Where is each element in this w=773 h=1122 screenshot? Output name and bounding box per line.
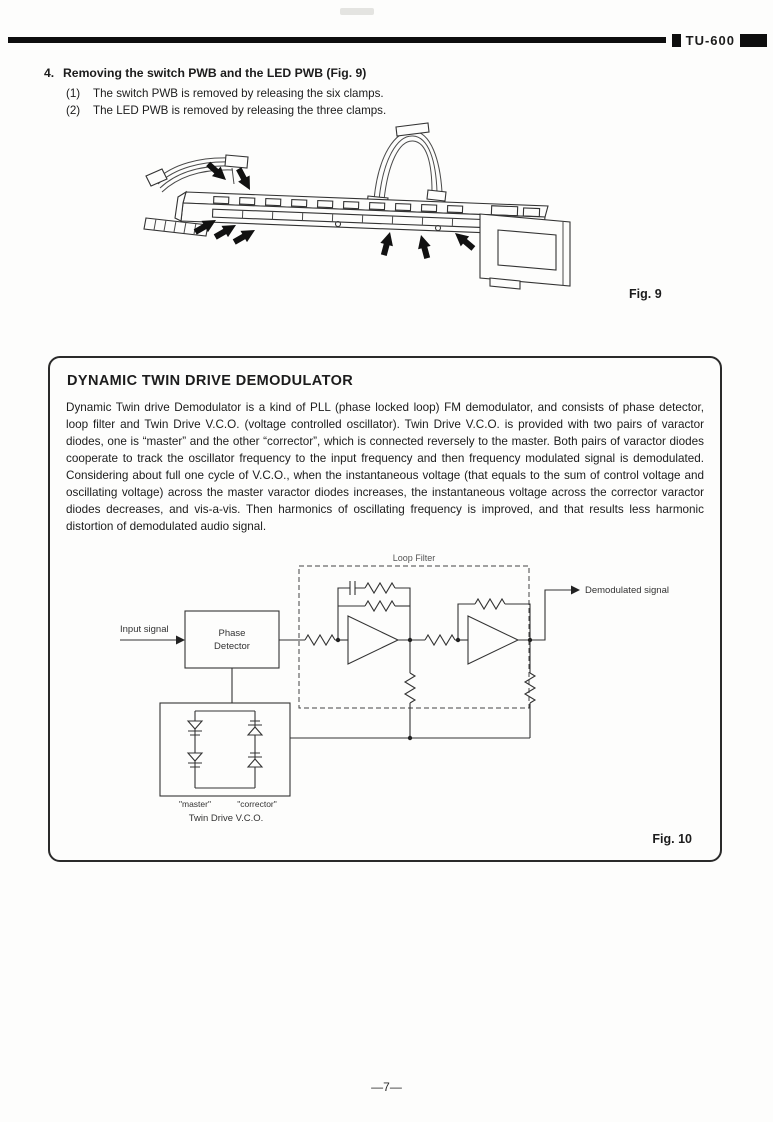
- demodulator-body-text: Dynamic Twin drive Demodulator is a kind…: [66, 401, 704, 533]
- figure-9-illustration: [143, 122, 571, 290]
- cable-connector: [426, 189, 447, 202]
- arrowhead: [571, 585, 580, 595]
- resistor: [364, 599, 396, 613]
- header-rule: [8, 37, 666, 43]
- resistor: [304, 633, 336, 647]
- switch-pwb-bar: [174, 190, 549, 236]
- section-heading: Removing the switch PWB and the LED PWB …: [63, 66, 367, 80]
- corrector-label: "corrector": [237, 799, 277, 809]
- instruction-list: (1) The switch PWB is removed by releasi…: [66, 87, 664, 117]
- cable-connector: [145, 168, 168, 187]
- opamp-2: [467, 615, 520, 665]
- resistor: [364, 581, 396, 595]
- master-label: "master": [179, 799, 211, 809]
- list-item: (1) The switch PWB is removed by releasi…: [66, 87, 664, 100]
- cable-connector: [395, 122, 430, 137]
- list-item-text: The LED PWB is removed by releasing the …: [93, 104, 387, 117]
- list-item-number: (1): [66, 87, 81, 100]
- input-signal: Input signal: [120, 624, 185, 645]
- loop-filter-circuit: [279, 581, 580, 741]
- scan-artifact: [340, 8, 374, 15]
- page-footer: —7—: [0, 1080, 773, 1094]
- section-removing-pwb: 4. Removing the switch PWB and the LED P…: [44, 66, 664, 117]
- resistor: [523, 672, 537, 704]
- page-header: TU-600: [8, 32, 767, 48]
- model-number: TU-600: [685, 32, 735, 48]
- mounting-bracket: [479, 213, 571, 290]
- model-badge-block-left: [671, 33, 681, 47]
- resistor: [403, 672, 417, 704]
- phase-detector-label-1: Phase: [219, 628, 246, 639]
- loop-filter-region: Loop Filter: [298, 553, 530, 709]
- demodulated-signal-label: Demodulated signal: [585, 585, 669, 596]
- demodulator-section: DYNAMIC TWIN DRIVE DEMODULATOR Dynamic T…: [48, 356, 722, 862]
- list-item-text: The switch PWB is removed by releasing t…: [93, 87, 384, 100]
- figure-10-caption: Fig. 10: [652, 832, 692, 846]
- ribbon-cable-left: [145, 154, 249, 193]
- figure-10-diagram: Loop Filter Input signal Phase Detector: [120, 553, 669, 824]
- opamp-1: [347, 615, 400, 665]
- ribbon-cable-right: [366, 122, 447, 208]
- section-heading-row: 4. Removing the switch PWB and the LED P…: [44, 66, 664, 80]
- figure-9-caption: Fig. 9: [629, 287, 662, 301]
- list-item-number: (2): [66, 104, 81, 117]
- vco-label: Twin Drive V.C.O.: [189, 813, 264, 824]
- loop-filter-label: Loop Filter: [393, 553, 436, 563]
- vco-box: [159, 702, 291, 797]
- page-number: —7—: [371, 1080, 402, 1094]
- varactor-branch-corrector: [246, 711, 264, 788]
- varactor-branch-master: [186, 711, 204, 788]
- model-badge-block-right: [740, 33, 767, 47]
- capacitor: [349, 581, 356, 595]
- switch-button-row: [213, 196, 541, 218]
- input-signal-label: Input signal: [120, 624, 169, 635]
- resistor: [424, 633, 456, 647]
- screw-hole: [434, 224, 442, 232]
- list-item: (2) The LED PWB is removed by releasing …: [66, 104, 664, 117]
- phase-detector-label-2: Detector: [214, 641, 250, 652]
- arrowhead: [176, 635, 185, 645]
- detached-led-pwb: [143, 217, 209, 237]
- section-number: 4.: [44, 66, 55, 80]
- resistor: [474, 597, 506, 611]
- screw-hole: [334, 220, 342, 228]
- phase-detector-box: Phase Detector: [184, 610, 280, 669]
- cable-connector: [224, 154, 249, 169]
- demodulator-title: DYNAMIC TWIN DRIVE DEMODULATOR: [67, 373, 354, 389]
